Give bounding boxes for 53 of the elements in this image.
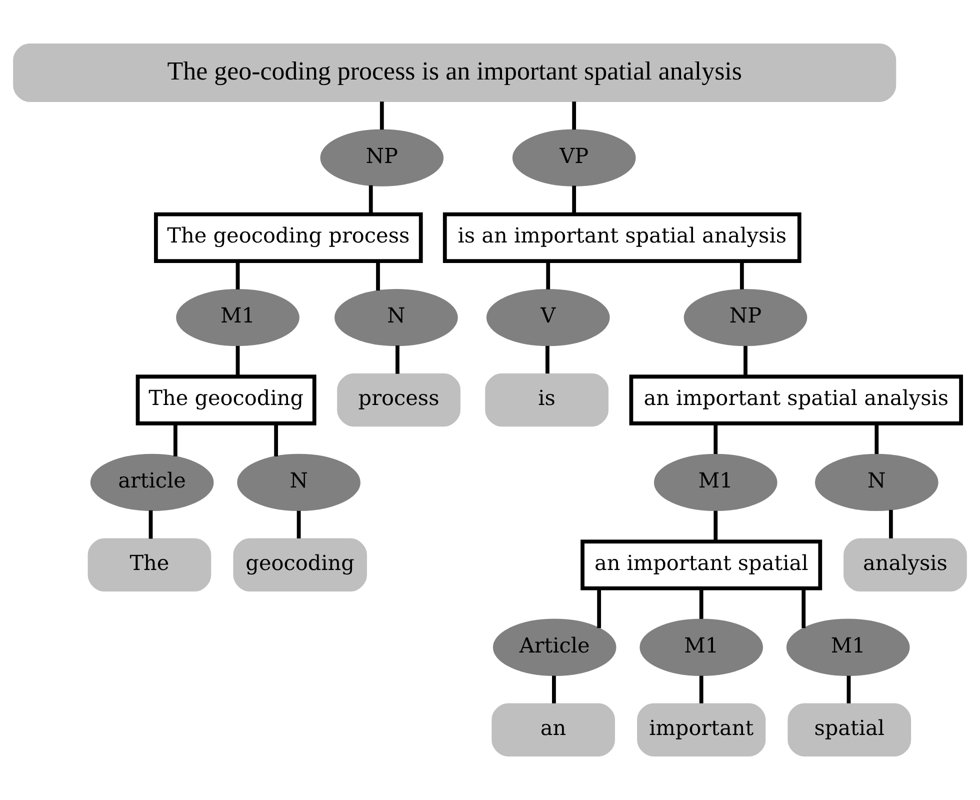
connector <box>714 510 718 542</box>
connector <box>699 676 704 704</box>
node-ellipse: N <box>814 454 938 512</box>
connector <box>572 186 576 214</box>
connector <box>572 102 576 130</box>
node-box: an <box>492 703 615 756</box>
connector <box>148 510 153 539</box>
connector <box>376 261 380 291</box>
node-ellipse: M1 <box>654 454 778 512</box>
node-ellipse: N <box>334 288 458 346</box>
node-box: an important spatial analysis <box>629 374 963 426</box>
node-box: spatial <box>788 703 912 756</box>
node-box: is <box>485 373 608 427</box>
connector <box>274 423 278 456</box>
node-box: The geocoding process <box>154 212 423 263</box>
node-ellipse: M1 <box>640 618 764 676</box>
connector <box>296 510 301 538</box>
connector <box>396 345 400 374</box>
node-ellipse: N <box>237 454 360 512</box>
connector <box>173 423 178 456</box>
connector <box>802 588 806 628</box>
node-ellipse: Article <box>492 618 616 676</box>
node-ellipse: V <box>486 288 610 346</box>
node-ellipse: M1 <box>786 618 910 676</box>
connector <box>740 261 744 290</box>
connector <box>236 261 240 290</box>
node-box: an important spatial <box>580 540 822 590</box>
connector <box>874 423 879 454</box>
node-ellipse: VP <box>512 129 636 186</box>
connector <box>744 346 748 376</box>
connector <box>546 261 550 290</box>
connector <box>597 588 602 628</box>
connector <box>699 588 704 619</box>
node-box: The geocoding <box>136 374 316 426</box>
node-ellipse: NP <box>320 129 444 186</box>
node-box: The geo-coding process is an important spatial analysis <box>13 44 896 102</box>
node-box: analysis <box>844 538 967 592</box>
connector <box>236 346 240 376</box>
connector <box>714 423 718 454</box>
connector <box>888 510 893 538</box>
node-box: process <box>337 373 460 427</box>
node-ellipse: NP <box>684 288 808 346</box>
node-box: important <box>637 703 766 756</box>
node-ellipse: M1 <box>176 288 300 346</box>
connector <box>552 676 556 704</box>
connector <box>380 102 384 130</box>
connector <box>846 676 851 704</box>
node-ellipse: article <box>90 454 214 512</box>
connector <box>368 185 373 214</box>
node-box: geocoding <box>233 538 367 592</box>
connector <box>546 346 550 374</box>
node-box: is an important spatial analysis <box>442 212 802 263</box>
node-box: The <box>88 538 212 592</box>
